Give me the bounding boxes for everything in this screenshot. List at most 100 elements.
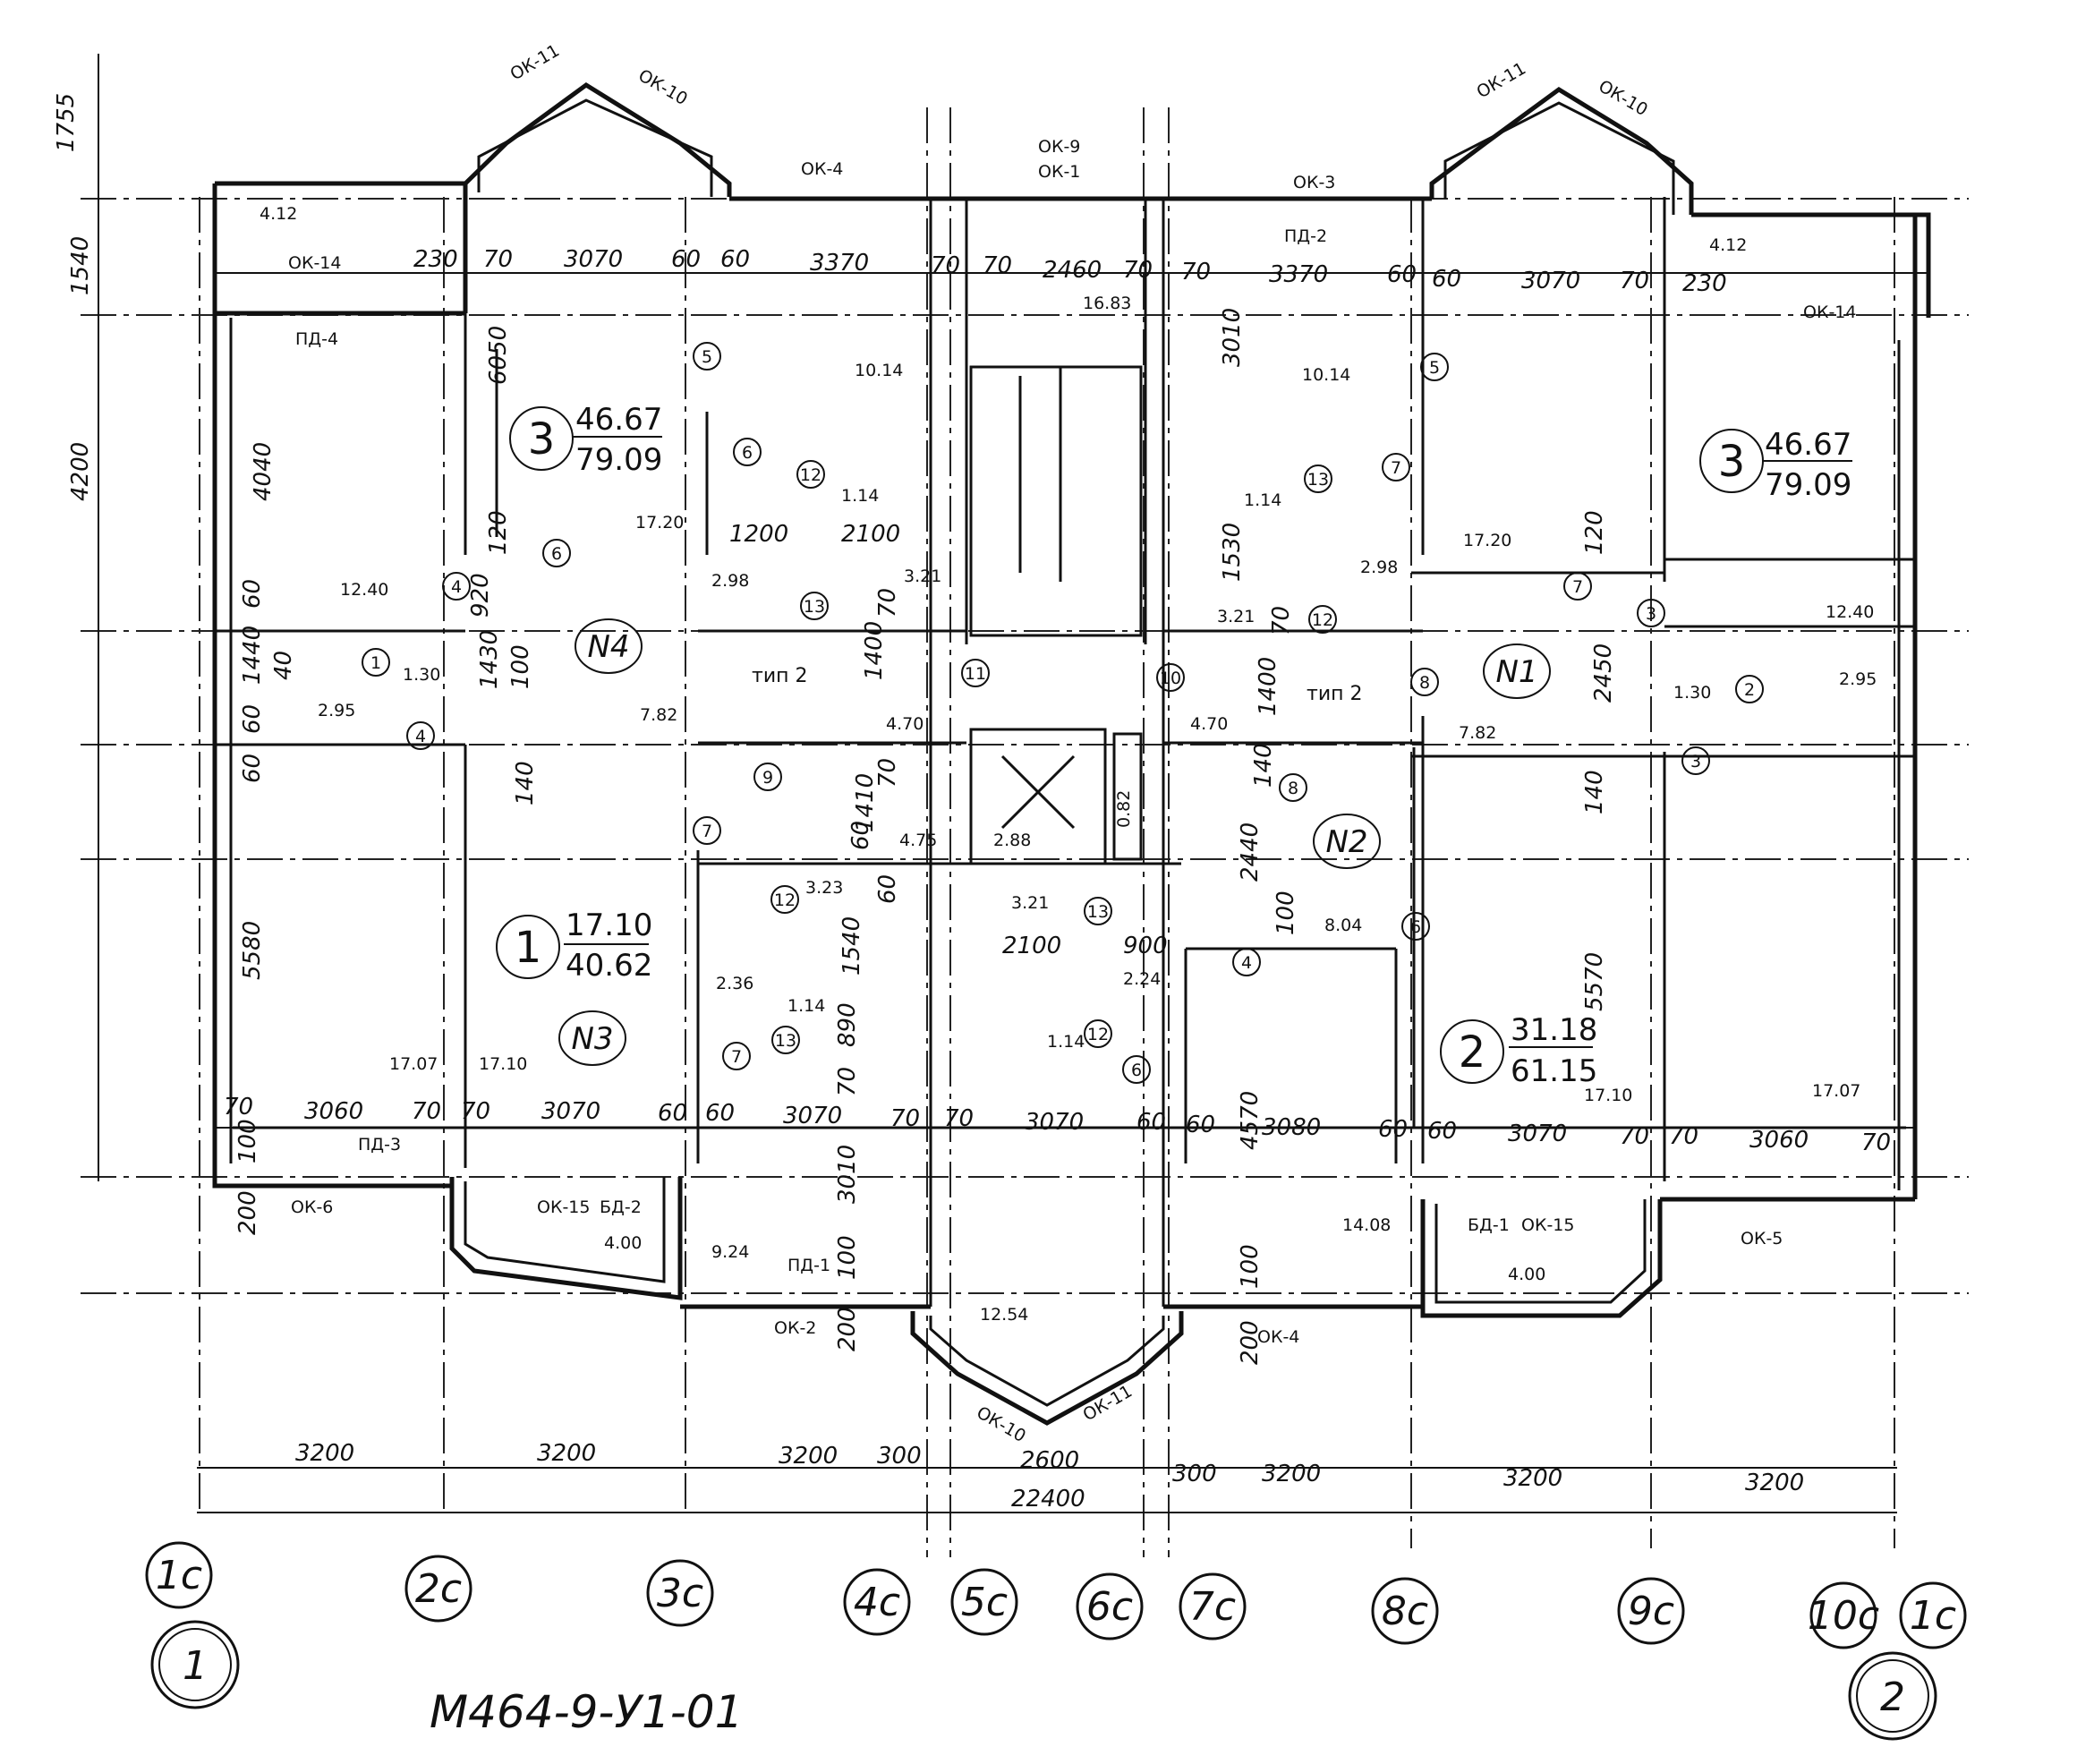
position-mark: 11 bbox=[965, 664, 986, 684]
dim-text: 2440 bbox=[1237, 822, 1264, 882]
window-mark: ОК-3 bbox=[1293, 173, 1335, 192]
room-area: 1.30 bbox=[1673, 683, 1711, 703]
level-dimension-line: 1755 1540 4200 bbox=[53, 54, 99, 1181]
dim-text: 3070 bbox=[564, 246, 623, 273]
top-dimensions: 230 70 3070 60 60 3370 70 70 2460 70 70 … bbox=[215, 246, 1928, 297]
room-area: 10.14 bbox=[855, 361, 903, 380]
section-marker: 2 bbox=[1880, 1675, 1905, 1720]
apartment-3-bubble: 1 17.10 40.62 bbox=[496, 908, 652, 984]
dim-text: 3370 bbox=[810, 250, 869, 277]
axis-label: 10с bbox=[1808, 1593, 1879, 1639]
living-area: 46.67 bbox=[1765, 427, 1851, 463]
position-mark: 6 bbox=[742, 443, 753, 463]
dim-text: 3070 bbox=[1025, 1109, 1084, 1136]
dim-text: 40 bbox=[270, 651, 297, 680]
dim-text: 200 bbox=[834, 1307, 861, 1351]
window-mark: ОК-14 bbox=[1803, 303, 1856, 322]
dim-text: 2100 bbox=[1002, 933, 1061, 959]
room-area: 17.20 bbox=[1463, 531, 1511, 550]
dim-text: 1400 bbox=[1255, 657, 1281, 716]
dim-text: 120 bbox=[485, 510, 512, 555]
dim-text: 230 bbox=[1682, 270, 1727, 297]
dim-text: 1410 bbox=[852, 773, 879, 832]
position-mark: 13 bbox=[775, 1031, 796, 1051]
dim-text: 70 bbox=[1861, 1129, 1891, 1156]
window-mark: ОК-14 bbox=[288, 253, 341, 273]
axis-label: 1с bbox=[156, 1553, 202, 1598]
door-mark: ПД-1 bbox=[787, 1256, 830, 1275]
room-area: 2.95 bbox=[1839, 669, 1877, 689]
room-count: 2 bbox=[1459, 1027, 1486, 1078]
dim-text: 60 bbox=[239, 579, 266, 609]
room-area: 17.07 bbox=[1812, 1081, 1860, 1101]
window-mark: ОК-11 bbox=[507, 41, 564, 85]
room-area: 0.82 bbox=[1114, 790, 1134, 828]
position-mark: 5 bbox=[1429, 358, 1440, 378]
axis-label: 2с bbox=[415, 1566, 462, 1612]
dim-text: 3070 bbox=[541, 1098, 600, 1125]
room-area: 1.14 bbox=[841, 486, 879, 506]
dim-text: 1530 bbox=[1219, 523, 1246, 582]
dim-text: 140 bbox=[1581, 770, 1608, 814]
door-mark: ПД-2 bbox=[1284, 226, 1327, 246]
dim-text: 100 bbox=[1237, 1244, 1264, 1289]
room-area: 3.21 bbox=[904, 567, 941, 586]
position-mark: 12 bbox=[1312, 610, 1333, 630]
dim-text: 70 bbox=[461, 1098, 490, 1125]
dim-text: 920 bbox=[467, 573, 494, 618]
dim-text: 70 bbox=[874, 758, 901, 788]
room-area: 1.30 bbox=[403, 665, 440, 685]
apartment-4-bubble: 2 31.18 61.15 bbox=[1440, 1012, 1597, 1089]
axis-label: 7с bbox=[1189, 1584, 1236, 1630]
vertical-dimensions: 6050 4040 120 920 60 1440 40 60 1430 100… bbox=[234, 308, 1617, 1365]
window-mark: ОК-15 bbox=[1521, 1215, 1574, 1235]
door-mark: ПД-4 bbox=[295, 329, 338, 349]
level-mark: 4200 bbox=[67, 442, 94, 501]
room-area: 14.08 bbox=[1342, 1215, 1391, 1235]
position-marks: 1 2 3 3 4 4 4 5 5 6 6 6 6 7 7 7 7 8 8 9 … bbox=[362, 342, 1764, 1084]
dim-text: 3070 bbox=[1508, 1121, 1567, 1147]
dim-text: 60 bbox=[1427, 1118, 1457, 1145]
dim-text: 3060 bbox=[1749, 1127, 1809, 1154]
apartment-2-bubble: 3 46.67 79.09 bbox=[1699, 427, 1852, 503]
room-area: 2.98 bbox=[1360, 558, 1398, 577]
window-mark: ОК-10 bbox=[1596, 76, 1652, 120]
room-area: 17.10 bbox=[1584, 1086, 1632, 1105]
room-area: 2.36 bbox=[716, 974, 753, 993]
position-mark: 7 bbox=[731, 1047, 742, 1067]
dim-text: 140 bbox=[512, 761, 539, 805]
dim-text: 3370 bbox=[1269, 261, 1328, 288]
room-area: 1.14 bbox=[1244, 490, 1281, 510]
window-mark: ОК-4 bbox=[1257, 1327, 1299, 1347]
position-mark: 6 bbox=[1131, 1061, 1142, 1080]
dim-text: 140 bbox=[1250, 743, 1277, 788]
room-area: 12.54 bbox=[980, 1305, 1028, 1325]
dim-text: 3060 bbox=[304, 1098, 363, 1125]
door-mark: БД-1 bbox=[1468, 1215, 1510, 1235]
dim-text: 60 bbox=[720, 246, 750, 273]
position-mark: 13 bbox=[1307, 470, 1329, 490]
dim-text: 60 bbox=[671, 246, 701, 273]
position-mark: 12 bbox=[1087, 1025, 1109, 1044]
position-mark: 6 bbox=[551, 544, 562, 564]
room-count: 3 bbox=[1718, 437, 1746, 487]
dim-total: 22400 bbox=[1011, 1486, 1085, 1513]
dim-span: 300 bbox=[1172, 1461, 1217, 1487]
window-mark: ОК-6 bbox=[291, 1197, 333, 1217]
dim-text: 70 bbox=[483, 246, 513, 273]
dim-text: 70 bbox=[1123, 257, 1153, 284]
window-mark: ОК-11 bbox=[1474, 59, 1530, 103]
dim-text: 200 bbox=[1237, 1320, 1264, 1365]
total-area: 79.09 bbox=[575, 442, 662, 478]
dim-text: 6050 bbox=[485, 326, 512, 385]
dim-text: 4570 bbox=[1237, 1091, 1264, 1150]
dim-span: 2600 bbox=[1020, 1447, 1079, 1474]
interior-walls bbox=[215, 197, 1915, 1307]
room-area: 4.00 bbox=[1508, 1265, 1545, 1284]
type-label: тип 2 bbox=[1307, 683, 1363, 705]
dim-span: 3200 bbox=[537, 1440, 596, 1467]
position-mark: 13 bbox=[1087, 902, 1109, 922]
dim-text: 3070 bbox=[1521, 268, 1580, 294]
dim-span: 3200 bbox=[1503, 1465, 1562, 1492]
dim-text: 60 bbox=[658, 1100, 687, 1127]
